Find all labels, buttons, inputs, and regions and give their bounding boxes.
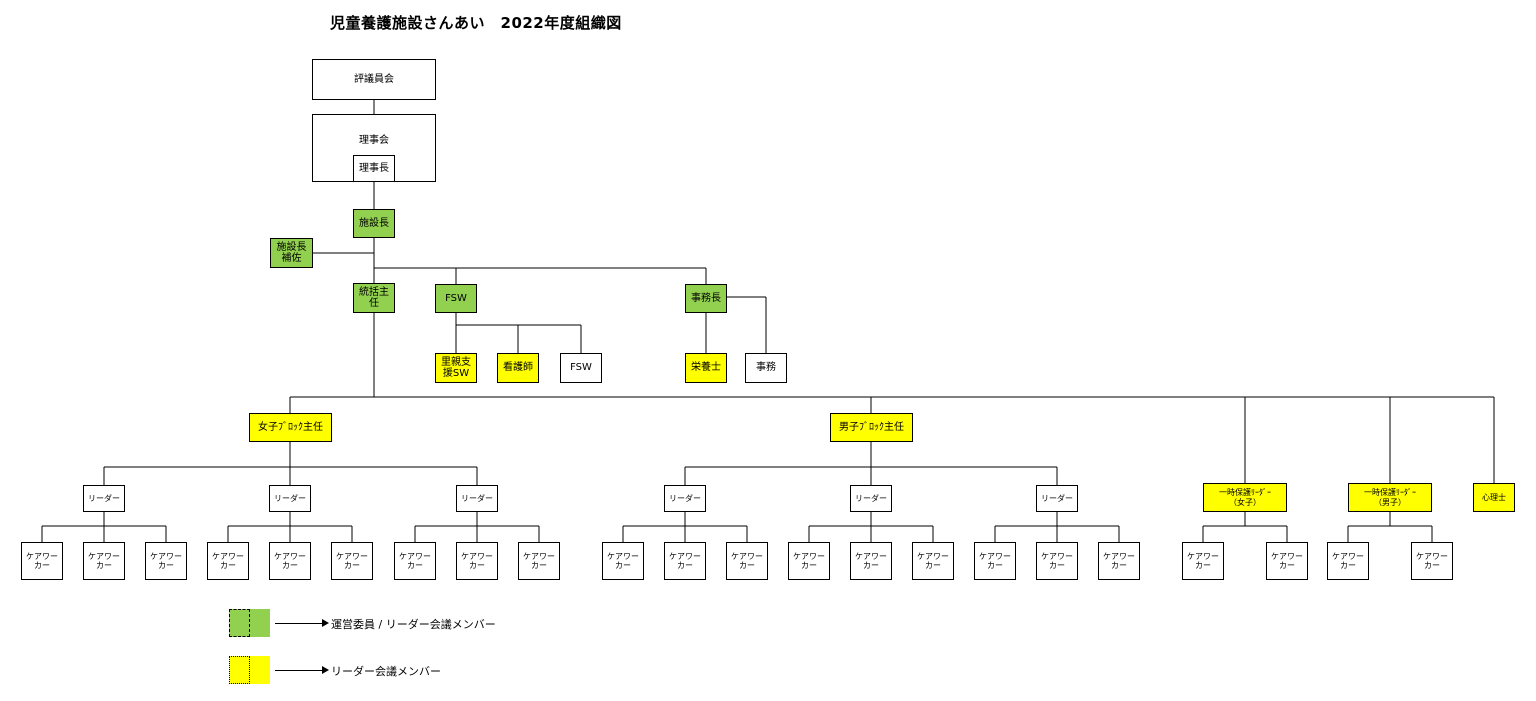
legend-arrow-line [275, 623, 323, 624]
careworker-box: ケアワー カー [1327, 542, 1369, 580]
legend-label-leader-meeting: リーダー会議メンバー [331, 665, 441, 678]
legend-arrow-line [275, 670, 323, 671]
careworker-box: ケアワー カー [850, 542, 892, 580]
rijikai-label: 理事会 [359, 135, 389, 146]
leader-box: リーダー [269, 485, 311, 512]
careworker-box: ケアワー カー [664, 542, 706, 580]
legend-arrow-head [322, 619, 329, 627]
jimu-box: 事務 [745, 353, 787, 383]
leader-box: リーダー [456, 485, 498, 512]
careworker-box: ケアワー カー [1266, 542, 1308, 580]
boys-block-box: 男子ﾌﾞﾛｯｸ主任 [830, 413, 913, 442]
leader-box: リーダー [83, 485, 125, 512]
legend-arrow-head [322, 666, 329, 674]
legend-label-management: 運営委員 / リーダー会議メンバー [331, 618, 496, 631]
careworker-box: ケアワー カー [456, 542, 498, 580]
fsw-box: FSW [435, 284, 477, 313]
legend-swatch-green [229, 609, 270, 637]
careworker-box: ケアワー カー [602, 542, 644, 580]
hyogiinkai-box: 評議員会 [312, 59, 436, 100]
chart-title: 児童養護施設さんあい 2022年度組織図 [330, 14, 622, 32]
shisetsucho-hosa-box: 施設長 補佐 [270, 238, 313, 268]
careworker-box: ケアワー カー [788, 542, 830, 580]
leader-box: リーダー [664, 485, 706, 512]
temp-leader-boys-box: 一時保護ﾘｰﾀﾞｰ （男子） [1348, 483, 1432, 512]
careworker-box: ケアワー カー [21, 542, 63, 580]
careworker-box: ケアワー カー [207, 542, 249, 580]
careworker-box: ケアワー カー [974, 542, 1016, 580]
careworker-box: ケアワー カー [1036, 542, 1078, 580]
careworker-box: ケアワー カー [394, 542, 436, 580]
careworker-box: ケアワー カー [331, 542, 373, 580]
leader-box: リーダー [1036, 485, 1078, 512]
temp-leader-girls-box: 一時保護ﾘｰﾀﾞｰ （女子） [1203, 483, 1287, 512]
rijicho-box: 理事長 [353, 155, 395, 182]
legend-swatch-yellow-dotted [229, 656, 250, 684]
careworker-box: ケアワー カー [1182, 542, 1224, 580]
careworker-box: ケアワー カー [726, 542, 768, 580]
girls-block-box: 女子ﾌﾞﾛｯｸ主任 [249, 413, 332, 442]
shinrishi-box: 心理士 [1473, 483, 1515, 512]
legend-swatch-green-dashed [229, 609, 250, 637]
tokatsu-shunin-box: 統括主 任 [353, 283, 395, 313]
careworker-box: ケアワー カー [1411, 542, 1453, 580]
careworker-box: ケアワー カー [83, 542, 125, 580]
careworker-box: ケアワー カー [912, 542, 954, 580]
eiyoshi-box: 栄養士 [685, 353, 727, 383]
leader-box: リーダー [850, 485, 892, 512]
careworker-box: ケアワー カー [1098, 542, 1140, 580]
careworker-box: ケアワー カー [269, 542, 311, 580]
shisetsucho-box: 施設長 [353, 209, 395, 238]
careworker-box: ケアワー カー [145, 542, 187, 580]
kangoshi-box: 看護師 [497, 353, 539, 383]
fsw-staff-box: FSW [560, 353, 602, 383]
careworker-box: ケアワー カー [518, 542, 560, 580]
jimucho-box: 事務長 [685, 284, 727, 313]
satooya-sw-box: 里親支 援SW [435, 353, 477, 383]
legend-swatch-yellow [229, 656, 270, 684]
